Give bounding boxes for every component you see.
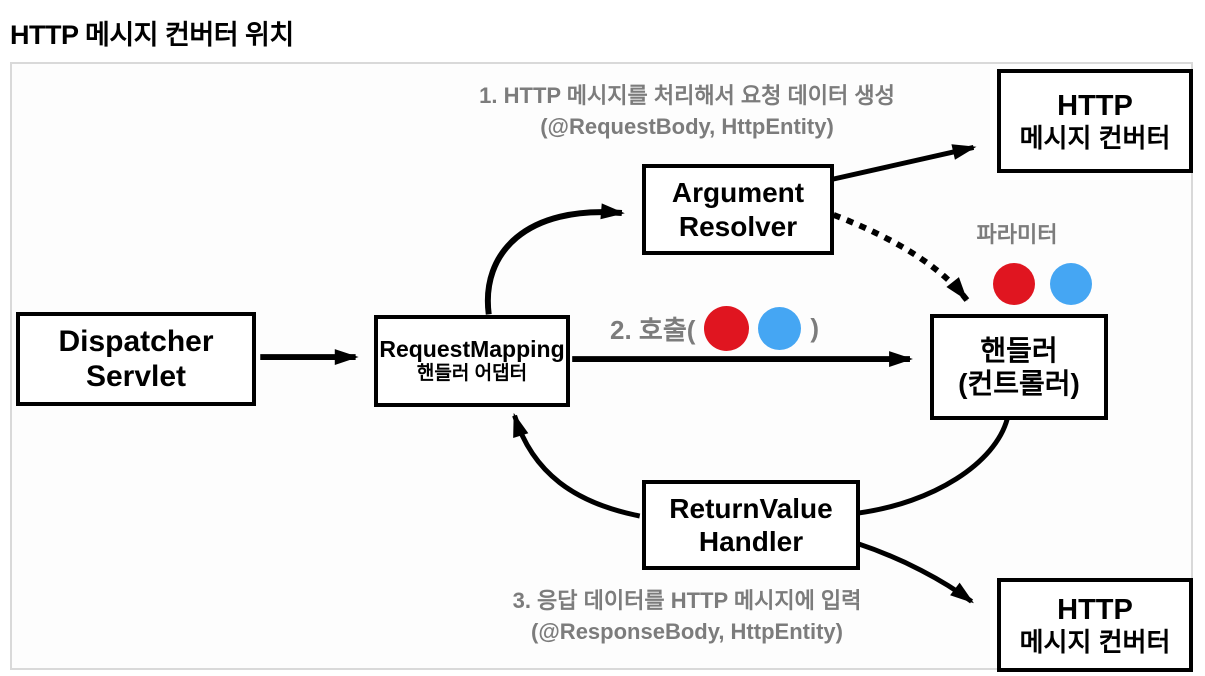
node-handler-controller: 핸들러 (컨트롤러) bbox=[930, 314, 1108, 420]
node-label: HTTP bbox=[1057, 593, 1133, 626]
arrow-argument-resolver-to-handler-dotted bbox=[832, 212, 970, 303]
node-label: Resolver bbox=[678, 210, 798, 242]
node-label: Handler bbox=[698, 526, 804, 557]
parameter-blue-dot bbox=[1050, 263, 1092, 305]
annotation-step1-line1: 1. HTTP 메시지를 처리해서 요청 데이터 생성 bbox=[479, 83, 895, 108]
annotation-step1-line2: (@RequestBody, HttpEntity) bbox=[540, 113, 834, 139]
annotation-step2-prefix: 2. 호출( bbox=[610, 315, 696, 345]
node-label: Dispatcher bbox=[58, 324, 214, 358]
annotation-step1: 1. HTTP 메시지를 처리해서 요청 데이터 생성 (@RequestBod… bbox=[382, 81, 992, 143]
node-label: 메시지 컨버터 bbox=[1019, 122, 1171, 153]
node-label: 메시지 컨버터 bbox=[1019, 626, 1171, 657]
arrow-return-value-handler-to-http-converter-bottom bbox=[857, 541, 974, 604]
parameter-label: 파라미터 bbox=[976, 222, 1058, 247]
annotation-step2: 2. 호출( ) bbox=[610, 306, 819, 351]
node-label: (컨트롤러) bbox=[958, 368, 1080, 399]
node-argument-resolver: Argument Resolver bbox=[642, 164, 834, 255]
parameter-red-dot bbox=[993, 263, 1035, 305]
arrow-argument-resolver-to-http-converter-top bbox=[831, 144, 977, 182]
annotation-step3: 3. 응답 데이터를 HTTP 메시지에 입력 (@ResponseBody, … bbox=[382, 586, 992, 648]
arrow-return-value-handler-to-adapter bbox=[512, 412, 641, 519]
arrow-adapter-to-argument-resolver bbox=[484, 203, 625, 315]
node-http-message-converter-bottom: HTTP 메시지 컨버터 bbox=[997, 578, 1193, 672]
node-label: ReturnValue bbox=[669, 492, 833, 524]
page-title: HTTP 메시지 컨버터 위치 bbox=[10, 20, 294, 50]
node-request-mapping-adapter: RequestMapping 핸들러 어댑터 bbox=[374, 315, 570, 407]
node-label: 핸들러 어댑터 bbox=[416, 363, 528, 385]
node-label: Argument bbox=[671, 177, 805, 209]
node-label: 핸들러 bbox=[980, 334, 1058, 366]
node-return-value-handler: ReturnValue Handler bbox=[642, 480, 860, 570]
annotation-step3-line1: 3. 응답 데이터를 HTTP 메시지에 입력 bbox=[512, 588, 862, 613]
diagram-panel: Dispatcher Servlet RequestMapping 핸들러 어댑… bbox=[10, 62, 1193, 672]
call-blue-dot bbox=[758, 307, 802, 350]
node-label: RequestMapping bbox=[379, 336, 565, 363]
annotation-step3-line2: (@ResponseBody, HttpEntity) bbox=[531, 618, 843, 644]
node-label: Servlet bbox=[85, 360, 187, 393]
annotation-step2-suffix: ) bbox=[810, 313, 820, 343]
arrow-layer bbox=[260, 144, 1010, 604]
node-http-message-converter-top: HTTP 메시지 컨버터 bbox=[997, 69, 1193, 173]
node-label: HTTP bbox=[1057, 89, 1133, 122]
node-dispatcher-servlet: Dispatcher Servlet bbox=[16, 312, 256, 406]
line-handler-to-return-value-handler bbox=[857, 417, 1010, 516]
call-red-dot bbox=[704, 306, 750, 351]
